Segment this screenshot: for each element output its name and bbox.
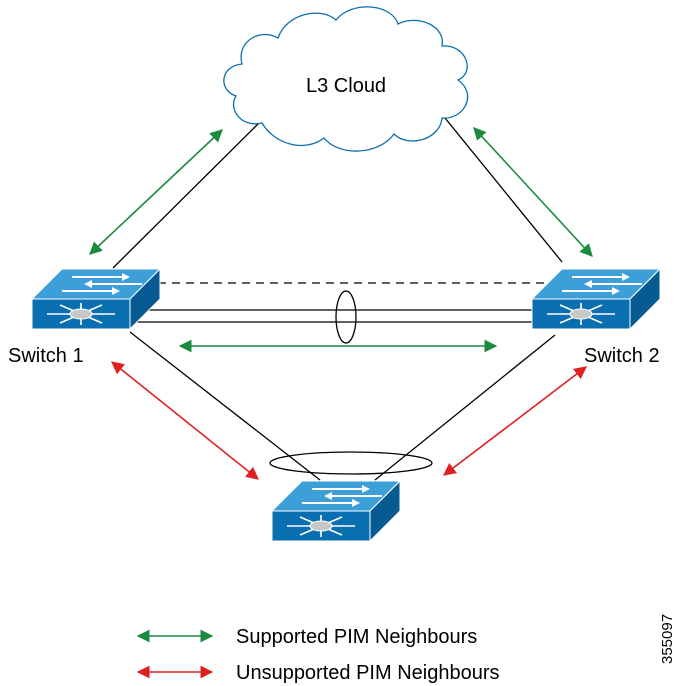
cloud-label: L3 Cloud [306,75,386,97]
unsupported-arrow-switch2-access [442,366,588,476]
switch-1-icon [31,268,161,330]
cloud-icon [223,6,469,152]
link-cloud-switch2 [444,117,563,263]
legend: Supported PIM Neighbours Unsupported PIM… [136,626,499,684]
figure-id: 355097 [659,614,676,664]
link-switch1-access [129,331,321,481]
switch-2-label: Switch 2 [584,345,660,367]
supported-arrow-cloud-switch2 [473,127,593,257]
access-switch-icon [271,480,401,542]
supported-arrow-cloud-switch1 [89,129,223,255]
legend-supported-label: Supported PIM Neighbours [236,626,477,648]
switch-2-icon [531,268,661,330]
legend-unsupported-label: Unsupported PIM Neighbours [236,662,499,684]
link-cloud-switch1 [112,119,263,269]
unsupported-arrow-switch1-access [111,361,259,480]
access-port-channel [269,451,433,475]
switch-1-label: Switch 1 [8,345,84,367]
peer-link-port-channel [335,290,357,344]
